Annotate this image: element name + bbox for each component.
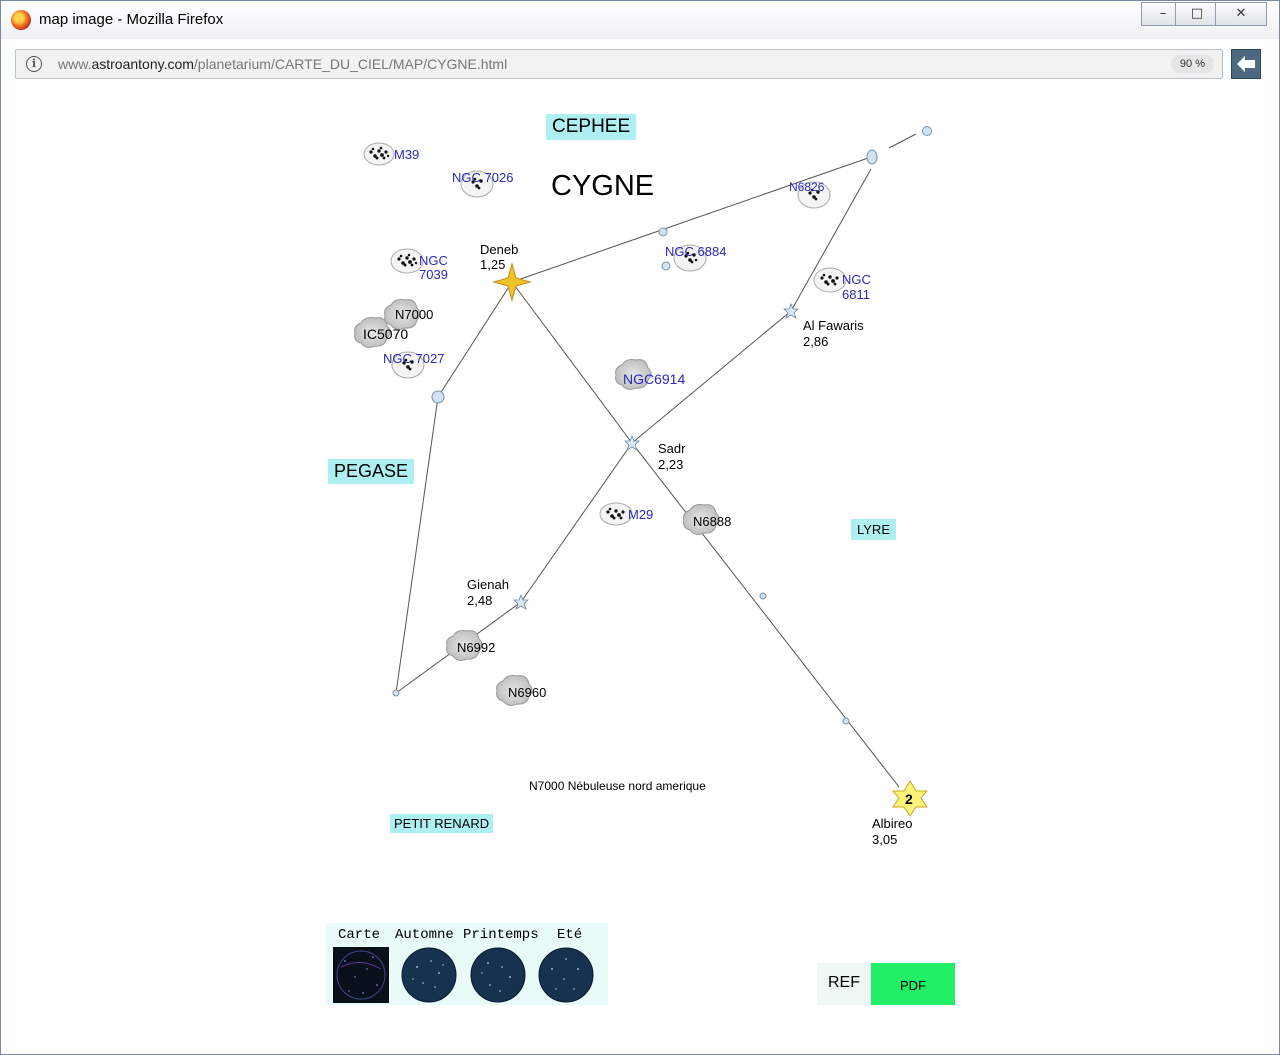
- deneb-star[interactable]: [492, 262, 532, 302]
- firefox-icon: [11, 10, 31, 30]
- constellation-petit-renard[interactable]: PETIT RENARD: [390, 814, 494, 833]
- season-label-automne: Automne: [395, 927, 454, 943]
- label-n7000[interactable]: N7000: [395, 307, 433, 322]
- label-ngc6811-b[interactable]: 6811: [842, 287, 870, 302]
- url-text[interactable]: www.astroantony.com/planetarium/CARTE_DU…: [58, 56, 507, 72]
- label-m29[interactable]: M29: [628, 507, 653, 522]
- zoom-level-badge[interactable]: 90 %: [1170, 55, 1214, 73]
- label-ngc7027[interactable]: NGC 7027: [383, 351, 444, 366]
- sadr-star[interactable]: [624, 434, 640, 451]
- title-bar: map image - Mozilla Firefox – □ ✕: [1, 1, 1279, 39]
- label-n6992[interactable]: N6992: [457, 640, 495, 655]
- autumn-chart-thumbnail[interactable]: [401, 947, 457, 1003]
- albireo-name: Albireo: [872, 816, 912, 831]
- label-n6826[interactable]: N6826: [789, 180, 825, 194]
- al-fawaris-magnitude: 2,86: [803, 334, 828, 349]
- cluster-ngc7027[interactable]: [391, 351, 425, 379]
- gienah-star[interactable]: [513, 593, 529, 610]
- url-host: astroantony.com: [91, 56, 194, 72]
- cluster-ngc7026[interactable]: [460, 170, 494, 198]
- nebula-n6992[interactable]: [446, 630, 483, 661]
- url-bar[interactable]: i www.astroantony.com/planetarium/CARTE_…: [15, 49, 1223, 79]
- map-note: N7000 Nébuleuse nord amerique: [529, 779, 706, 793]
- constellation-pegase[interactable]: PEGASE: [328, 459, 415, 484]
- al-fawaris-star[interactable]: [783, 302, 799, 319]
- cluster-ngc6884[interactable]: [673, 244, 707, 272]
- page-content: CYGNE Deneb 1,25 Al Fawaris 2,86 Sadr 2,…: [11, 87, 1269, 1045]
- sky-map-thumbnail[interactable]: [333, 947, 389, 1003]
- back-button[interactable]: [1231, 49, 1261, 79]
- minor-star: [922, 126, 932, 136]
- constellation-cephee[interactable]: CEPHEE: [546, 114, 637, 140]
- nebula-n7000[interactable]: [384, 299, 421, 330]
- season-label-printemps: Printemps: [463, 927, 539, 943]
- label-ngc6914[interactable]: NGC6914: [623, 371, 685, 387]
- constellation-lyre[interactable]: LYRE: [851, 519, 896, 540]
- cluster-m39[interactable]: [363, 142, 395, 166]
- deneb-name: Deneb: [480, 242, 518, 257]
- nebula-n6960[interactable]: [496, 675, 533, 706]
- al-fawaris-name: Al Fawaris: [803, 318, 864, 333]
- window-title: map image - Mozilla Firefox: [39, 11, 224, 28]
- albireo-badge: 2: [905, 791, 913, 807]
- minor-stars: [392, 126, 932, 725]
- season-chart-panel: Carte Automne Printemps Eté: [326, 923, 608, 1005]
- label-n6888[interactable]: N6888: [693, 514, 731, 529]
- minor-star: [658, 227, 668, 237]
- nebula-ic5070[interactable]: [354, 317, 391, 348]
- cluster-m29[interactable]: [599, 502, 633, 526]
- gienah-name: Gienah: [467, 577, 509, 592]
- minor-star: [759, 592, 767, 600]
- nebula-n6888[interactable]: [683, 504, 720, 535]
- minor-star: [866, 149, 878, 165]
- star-map: CYGNE Deneb 1,25 Al Fawaris 2,86 Sadr 2,…: [354, 126, 932, 847]
- summer-chart-thumbnail[interactable]: [538, 947, 594, 1003]
- label-n6960[interactable]: N6960: [508, 685, 546, 700]
- label-ngc7026[interactable]: NGC 7026: [452, 170, 513, 185]
- close-button[interactable]: ✕: [1215, 2, 1267, 26]
- cluster-ngc6811[interactable]: [813, 267, 847, 293]
- cluster-ngc7039[interactable]: [390, 248, 424, 274]
- minor-star: [392, 689, 400, 697]
- spring-chart-thumbnail[interactable]: [470, 947, 526, 1003]
- map-title: CYGNE: [551, 170, 654, 202]
- label-m39[interactable]: M39: [394, 147, 419, 162]
- url-prefix: www.: [58, 56, 92, 72]
- pdf-button[interactable]: PDF: [871, 963, 955, 1005]
- url-path: /planetarium/CARTE_DU_CIEL/MAP/CYGNE.htm…: [193, 56, 508, 72]
- albireo-magnitude: 3,05: [872, 832, 897, 847]
- season-label-ete: Eté: [557, 927, 583, 943]
- label-ngc6811-a[interactable]: NGC: [842, 272, 871, 287]
- sadr-name: Sadr: [658, 441, 686, 456]
- deneb-magnitude: 1,25: [480, 257, 505, 272]
- sadr-magnitude: 2,23: [658, 457, 683, 472]
- season-label-carte: Carte: [338, 927, 381, 943]
- minor-star: [431, 390, 445, 404]
- label-ngc6884[interactable]: NGC 6884: [665, 244, 726, 259]
- back-arrow-icon: [1237, 56, 1255, 72]
- nebulae: [354, 299, 720, 706]
- nebula-ngc6914[interactable]: [615, 359, 652, 390]
- minor-star: [842, 717, 850, 725]
- cluster-n6826[interactable]: [797, 181, 831, 209]
- constellation-lines: [395, 133, 917, 788]
- minor-star: [661, 261, 671, 271]
- navigation-bar: i www.astroantony.com/planetarium/CARTE_…: [1, 41, 1279, 87]
- albireo-star[interactable]: [891, 780, 929, 817]
- clusters: [363, 142, 847, 526]
- gienah-magnitude: 2,48: [467, 593, 492, 608]
- ref-label[interactable]: REF: [817, 963, 871, 1005]
- label-ngc7039-b[interactable]: 7039: [419, 267, 448, 282]
- maximize-button[interactable]: □: [1175, 2, 1219, 26]
- label-ngc7039-a[interactable]: NGC: [419, 253, 448, 268]
- info-icon[interactable]: i: [26, 56, 42, 72]
- label-ic5070[interactable]: IC5070: [363, 326, 408, 342]
